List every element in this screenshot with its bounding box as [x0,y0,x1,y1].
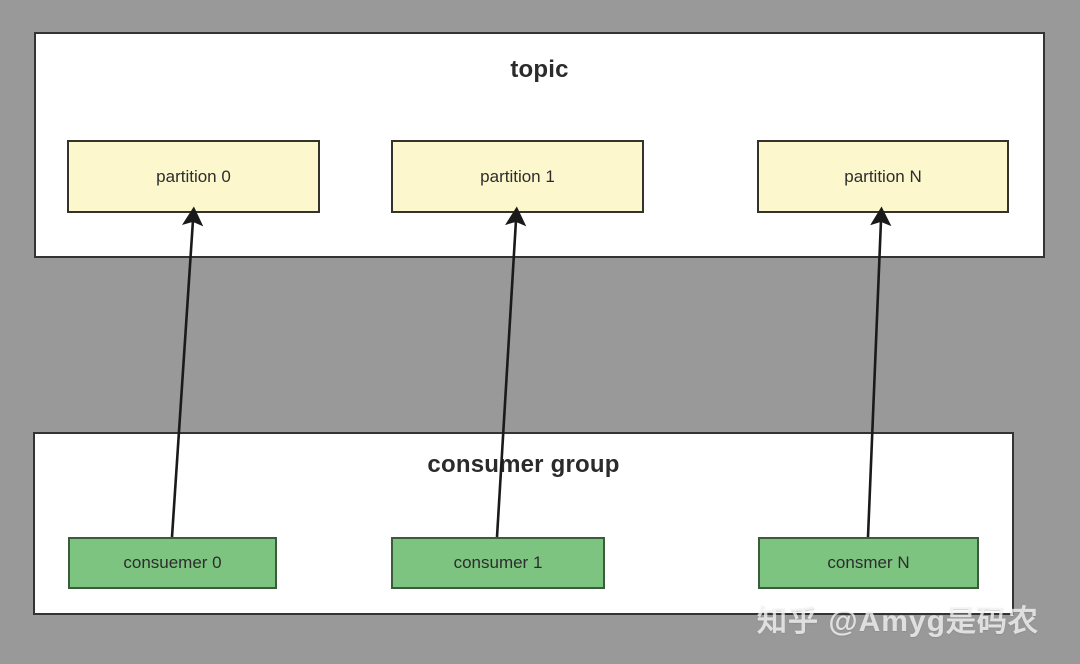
partition-box-n[interactable]: partition N [757,140,1009,213]
consumer-label-n: consmer N [827,553,910,572]
partition-box-1[interactable]: partition 1 [391,140,644,213]
partition-label-1: partition 1 [480,166,555,186]
consumer-box-n[interactable]: consmer N [758,537,979,589]
partition-label-0: partition 0 [156,166,231,186]
consumer-label-0: consuemer 0 [123,553,222,572]
consumer-box-1[interactable]: consumer 1 [391,537,605,589]
consumer-box-0[interactable]: consuemer 0 [68,537,277,589]
partition-box-0[interactable]: partition 0 [67,140,320,213]
consumer-label-1: consumer 1 [453,553,543,572]
watermark-text: 知乎 @Amyg是码农 [757,605,1039,638]
consumer-group-title: consumer group [427,451,620,478]
partition-label-n: partition N [844,166,922,186]
topic-title: topic [510,56,569,83]
